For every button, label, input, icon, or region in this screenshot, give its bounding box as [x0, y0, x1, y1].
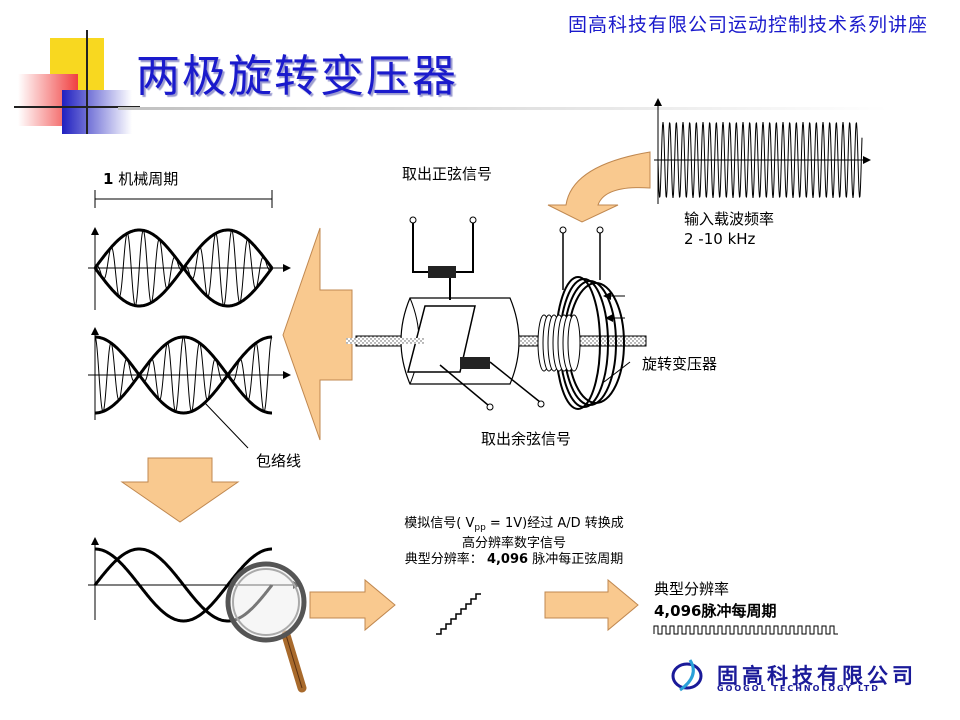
- input-freq-value: 2 -10 kHz: [684, 230, 756, 248]
- deco-vline: [86, 30, 88, 134]
- mech-cycle-text: 机械周期: [113, 170, 179, 188]
- resolution-label: 典型分辨率: [654, 580, 730, 598]
- googol-logo-icon: [671, 659, 703, 692]
- digital-staircase: [436, 593, 481, 635]
- conversion-line-1: 模拟信号( Vpp = 1V)经过 A/D 转换成: [404, 516, 624, 533]
- company-name-cn: 固高科技有限公司: [717, 664, 917, 688]
- mech-cycle-number: 1: [103, 170, 114, 188]
- resolution-value-number: 4,096: [654, 602, 702, 620]
- slide-title: 两极旋转变压器: [136, 51, 458, 102]
- mech-cycle-dimension: [94, 190, 273, 208]
- conversion-line-2: 高分辨率数字信号: [461, 536, 566, 551]
- take-sine-label: 取出正弦信号: [402, 165, 493, 183]
- input-freq-label: 输入载波频率: [684, 210, 775, 228]
- coil-winding: [567, 314, 581, 372]
- take-cosine-label: 取出余弦信号: [481, 430, 572, 448]
- company-name-en: GOOGOL TECHNOLOGY LTD: [717, 684, 880, 693]
- right-arrow-2: [544, 578, 639, 632]
- corner-decoration: [14, 30, 144, 140]
- magnifier-icon: [225, 561, 307, 693]
- title-underline: [118, 107, 888, 110]
- resolver-label: 旋转变压器: [642, 355, 718, 373]
- series-title: 固高科技有限公司运动控制技术系列讲座: [567, 14, 928, 36]
- curved-arrow: [547, 151, 651, 223]
- conversion-note: 模拟信号( Vpp = 1V)经过 A/D 转换成 高分辨率数字信号 典型分辨率…: [374, 516, 654, 568]
- pulse-train: [653, 625, 838, 635]
- resolution-value-text: 脉冲每周期: [701, 602, 777, 620]
- envelope-label: 包络线: [256, 452, 302, 470]
- envelope-pointer: [203, 401, 249, 449]
- big-left-arrow: [282, 227, 353, 441]
- mech-cycle-label: 1 机械周期: [103, 168, 178, 189]
- conversion-line-3: 典型分辨率： 4,096 脉冲每正弦周期: [404, 552, 624, 567]
- right-arrow-1: [309, 578, 396, 632]
- carrier-input-plot: [654, 98, 871, 204]
- deco-square-blue: [62, 90, 132, 134]
- resolver-device: [346, 216, 647, 411]
- cosine-envelope-plot: [88, 327, 291, 420]
- deco-hline: [14, 106, 140, 108]
- sine-envelope-plot: [88, 227, 291, 310]
- resolution-value: 4,096脉冲每周期: [654, 600, 776, 621]
- down-arrow: [120, 457, 240, 523]
